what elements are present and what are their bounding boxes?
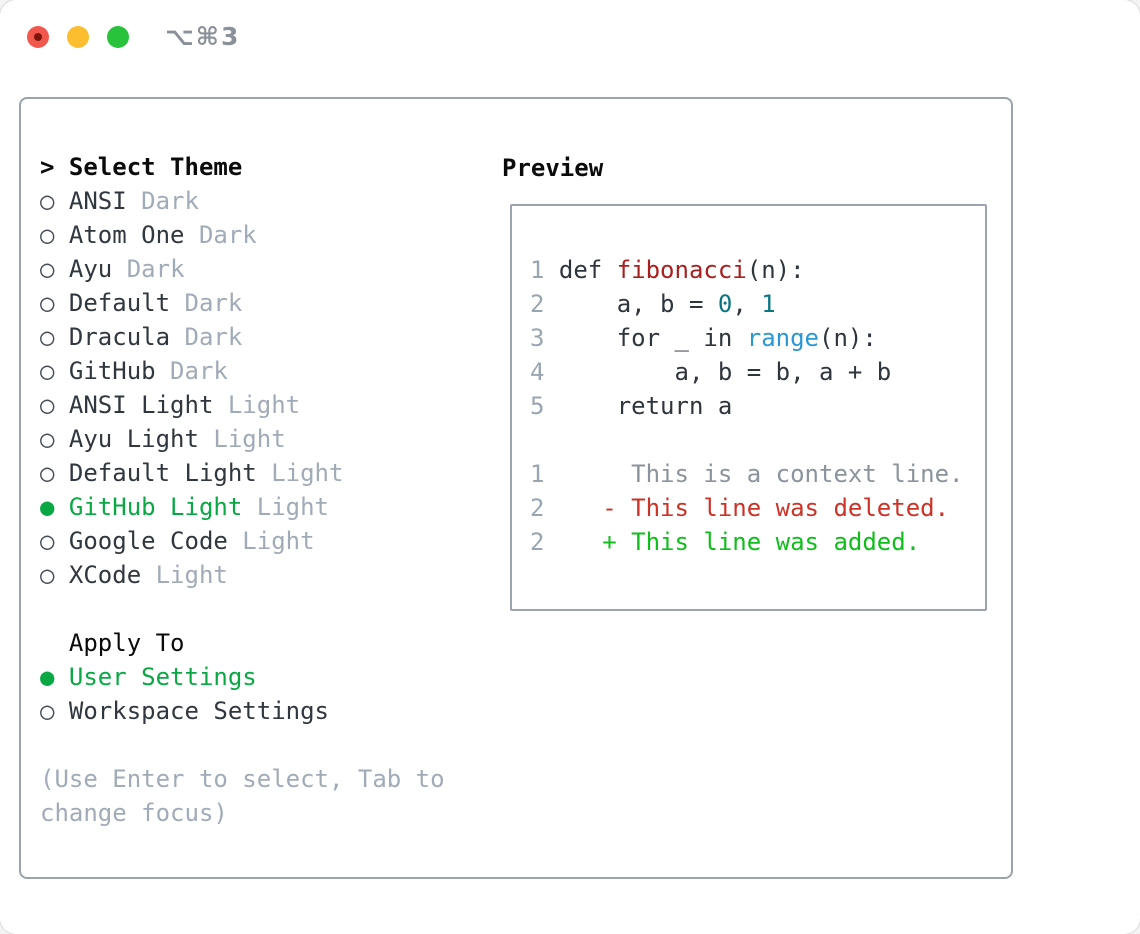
- radio-icon: ○: [40, 357, 69, 385]
- theme-option-ayu-dark[interactable]: ○ Ayu Dark: [40, 255, 185, 283]
- line-number: 4: [530, 358, 559, 386]
- spacer-row: [530, 423, 985, 457]
- code-line-2: 2 a, b = 0, 1: [530, 290, 776, 318]
- theme-option-atom-one-dark[interactable]: ○ Atom One Dark: [40, 221, 257, 249]
- line-number: 1: [530, 460, 559, 488]
- diff-added-line: 2 + This line was added.: [530, 528, 921, 556]
- radio-icon: ○: [40, 289, 69, 317]
- close-button[interactable]: [27, 26, 49, 48]
- variant-tag: Light: [198, 425, 286, 453]
- builtin-call-token: range: [746, 324, 819, 352]
- prompt-caret-icon: >: [40, 153, 69, 181]
- radio-icon: ○: [40, 323, 69, 351]
- line-number: 2: [530, 290, 559, 318]
- code-line-3: 3 for _ in range(n):: [530, 324, 877, 352]
- keyboard-hint-line1: (Use Enter to select, Tab to: [40, 765, 445, 793]
- radio-icon: ○: [40, 187, 69, 215]
- theme-option-github-dark[interactable]: ○ GitHub Dark: [40, 357, 228, 385]
- theme-option-default-dark[interactable]: ○ Default Dark: [40, 289, 243, 317]
- theme-option-ayu-light[interactable]: ○ Ayu Light Light: [40, 425, 286, 453]
- variant-tag: Light: [242, 493, 329, 521]
- variant-tag: Dark: [112, 255, 185, 283]
- radio-icon: ○: [40, 561, 69, 589]
- theme-list-header: > Select Theme: [40, 153, 243, 181]
- apply-option-user-settings[interactable]: ● User Settings: [40, 663, 257, 691]
- line-number: 3: [530, 324, 559, 352]
- variant-tag: Dark: [184, 221, 257, 249]
- theme-option-ansi-light[interactable]: ○ ANSI Light Light: [40, 391, 301, 419]
- line-number: 5: [530, 392, 559, 420]
- radio-icon: ○: [40, 459, 69, 487]
- theme-option-ansi-dark[interactable]: ○ ANSI Dark: [40, 187, 199, 215]
- preview-title: Preview: [502, 154, 604, 182]
- number-literal-token: 0: [717, 290, 733, 318]
- theme-list: > Select Theme ○ ANSI Dark ○ Atom One Da…: [40, 150, 445, 830]
- line-number: 2: [530, 494, 559, 522]
- keyboard-hint-line2: change focus): [40, 799, 228, 827]
- apply-to-header: Apply To: [68, 629, 185, 657]
- variant-tag: Light: [256, 459, 344, 487]
- preview-box: 1 def fibonacci(n): 2 a, b = 0, 1 3 for …: [510, 204, 987, 611]
- variant-tag: Dark: [170, 323, 243, 351]
- variant-tag: Dark: [155, 357, 228, 385]
- function-name-token: fibonacci: [616, 256, 747, 284]
- variant-tag: Light: [213, 391, 301, 419]
- radio-selected-icon: ●: [40, 493, 69, 521]
- window-title-shortcut: ⌥⌘3: [165, 22, 241, 51]
- radio-icon: ○: [40, 697, 69, 725]
- variant-tag: Dark: [126, 187, 199, 215]
- close-dot-icon: [34, 33, 42, 41]
- traffic-lights: [27, 26, 129, 48]
- theme-option-xcode[interactable]: ○ XCode Light: [40, 561, 228, 589]
- radio-icon: ○: [40, 255, 69, 283]
- theme-option-github-light[interactable]: ● GitHub Light Light: [40, 493, 329, 521]
- variant-tag: Light: [227, 527, 315, 555]
- zoom-button[interactable]: [107, 26, 129, 48]
- radio-selected-icon: ●: [40, 663, 69, 691]
- code-line-1: 1 def fibonacci(n):: [530, 256, 805, 284]
- theme-picker-panel: > Select Theme ○ ANSI Dark ○ Atom One Da…: [19, 97, 1013, 879]
- number-literal-token: 1: [761, 290, 776, 318]
- code-line-4: 4 a, b = b, a + b: [530, 358, 892, 386]
- theme-option-google-code[interactable]: ○ Google Code Light: [40, 527, 315, 555]
- spacer-row: [40, 592, 445, 626]
- theme-option-default-light[interactable]: ○ Default Light Light: [40, 459, 344, 487]
- variant-tag: Dark: [170, 289, 243, 317]
- radio-icon: ○: [40, 391, 69, 419]
- radio-icon: ○: [40, 527, 69, 555]
- line-number: 1: [530, 256, 559, 284]
- spacer-row: [40, 728, 445, 762]
- diff-context-line: 1 This is a context line.: [530, 460, 964, 488]
- radio-icon: ○: [40, 425, 69, 453]
- radio-icon: ○: [40, 221, 69, 249]
- apply-option-workspace-settings[interactable]: ○ Workspace Settings: [40, 697, 329, 725]
- minimize-button[interactable]: [67, 26, 89, 48]
- code-line-5: 5 return a: [530, 392, 733, 420]
- theme-option-dracula-dark[interactable]: ○ Dracula Dark: [40, 323, 243, 351]
- line-number: 2: [530, 528, 559, 556]
- variant-tag: Light: [141, 561, 228, 589]
- diff-deleted-line: 2 - This line was deleted.: [530, 494, 950, 522]
